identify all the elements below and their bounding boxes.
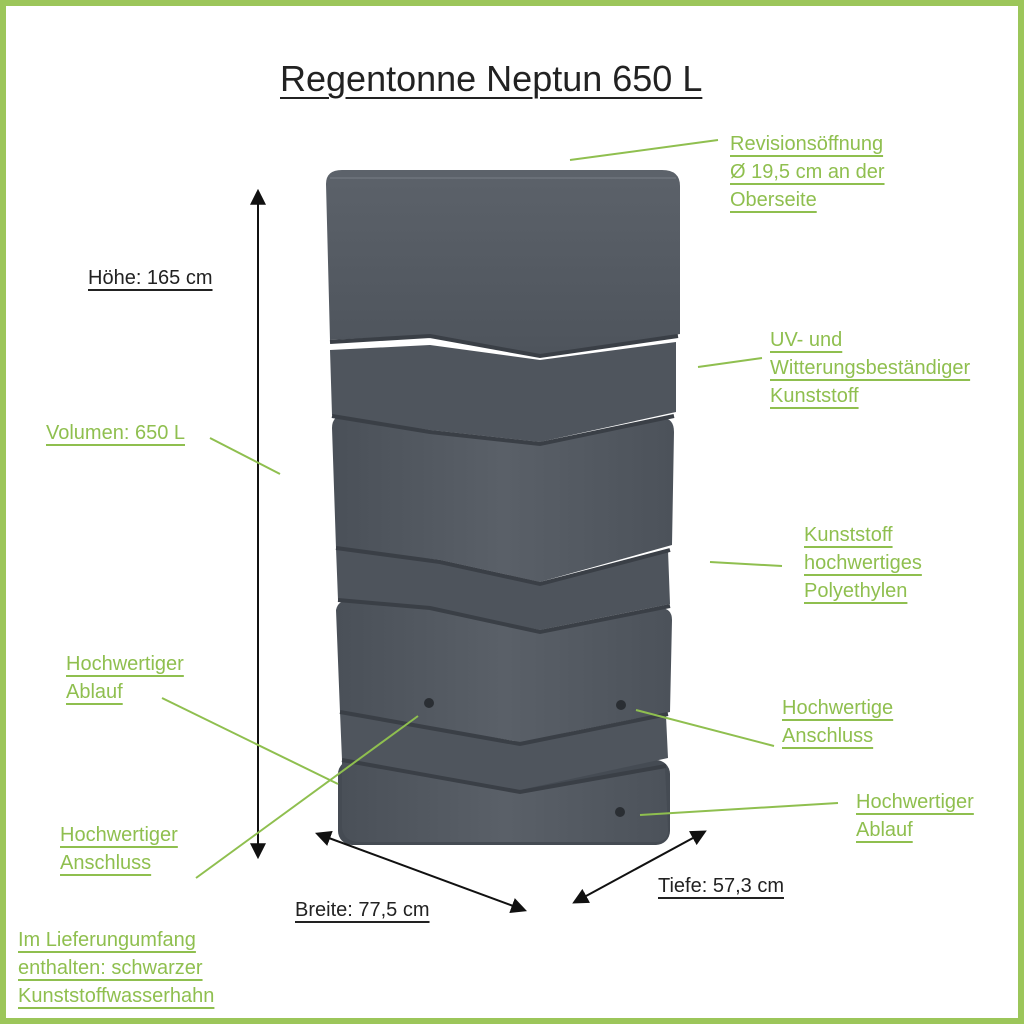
- label-line: Kunststoffwasserhahn: [18, 985, 215, 1007]
- drain-right-icon: [615, 807, 625, 817]
- leader-lines: [161, 139, 839, 879]
- depth-arrow: [572, 830, 707, 904]
- label-line: Kunststoff: [770, 385, 859, 407]
- label-line: Volumen: 650 L: [46, 422, 185, 444]
- label-volumen: Volumen: 650 L: [46, 419, 185, 447]
- label-anschluss-right: Hochwertige Anschluss: [782, 694, 893, 750]
- label-line: Ablauf: [66, 681, 123, 703]
- label-line: Revisionsöffnung: [730, 133, 884, 155]
- label-line: Ablauf: [856, 819, 913, 841]
- label-line: Hochwertiger: [856, 791, 974, 813]
- label-line: Ø 19,5 cm an der: [730, 161, 885, 183]
- label-ablauf-right: Hochwertiger Ablauf: [856, 788, 974, 844]
- port-right-icon: [616, 700, 626, 710]
- label-line: Hochwertiger: [66, 653, 184, 675]
- label-line: Polyethylen: [804, 580, 908, 602]
- tank-segment-3: [332, 415, 674, 582]
- label-line: enthalten: schwarzer: [18, 957, 203, 979]
- dimension-height: Höhe: 165 cm: [88, 264, 213, 292]
- label-lieferumfang: Im Lieferungumfang enthalten: schwarzer …: [18, 926, 214, 1010]
- label-line: Tiefe: 57,3 cm: [658, 875, 784, 897]
- label-line: Anschluss: [60, 852, 152, 874]
- label-ablauf-left: Hochwertiger Ablauf: [66, 650, 184, 706]
- label-line: Im Lieferungumfang: [18, 929, 196, 951]
- dimension-depth: Tiefe: 57,3 cm: [658, 872, 784, 900]
- label-line: Hochwertiger: [60, 824, 178, 846]
- label-uv-bestaendig: UV- und Witterungsbeständiger Kunststoff: [770, 326, 970, 410]
- tank-segment-5: [336, 600, 672, 742]
- label-line: Anschluss: [782, 725, 874, 747]
- tank-lid: [326, 170, 680, 355]
- tank-segment-2: [330, 342, 676, 442]
- tank-segment-4: [336, 548, 670, 630]
- label-line: Oberseite: [730, 189, 817, 211]
- label-line: Witterungsbeständiger: [770, 357, 971, 379]
- label-revisionsoeffnung: Revisionsöffnung Ø 19,5 cm an der Oberse…: [730, 130, 885, 214]
- label-line: Kunststoff: [804, 524, 893, 546]
- dimension-width: Breite: 77,5 cm: [295, 896, 430, 924]
- label-line: Breite: 77,5 cm: [295, 899, 430, 921]
- label-line: UV- und: [770, 329, 843, 351]
- label-line: Höhe: 165 cm: [88, 267, 213, 289]
- label-line: hochwertiges: [804, 552, 922, 574]
- label-kunststoff: Kunststoff hochwertiges Polyethylen: [804, 521, 922, 605]
- width-arrow: [314, 830, 528, 914]
- tank-body: [326, 170, 680, 845]
- page-title: Regentonne Neptun 650 L: [280, 58, 703, 99]
- label-line: Hochwertige: [782, 697, 894, 719]
- label-anschluss-left: Hochwertiger Anschluss: [60, 821, 178, 877]
- port-left-icon: [424, 698, 434, 708]
